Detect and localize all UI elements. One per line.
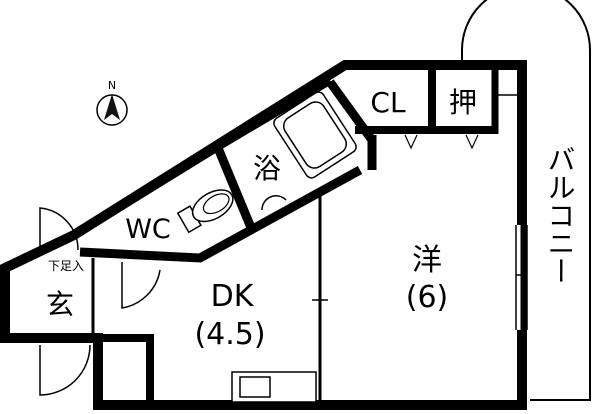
closet-mark-1 — [404, 134, 418, 150]
room-wc: WC — [125, 214, 171, 245]
compass-icon — [96, 94, 128, 126]
toilet-icon — [176, 189, 234, 234]
balcony-outline — [461, 0, 591, 401]
dk-door — [121, 262, 161, 309]
room-western-name: 洋 — [412, 243, 442, 278]
room-dk-size: (4.5) — [194, 317, 265, 352]
room-genkan: 玄 — [46, 288, 74, 321]
room-western-size: (6) — [406, 280, 449, 315]
bathtub-inner — [282, 101, 348, 169]
wc-lower-wall — [79, 166, 363, 263]
entrance-door-top — [39, 207, 79, 251]
room-closet: CL — [370, 86, 406, 119]
entrance-door-bottom — [39, 344, 91, 396]
room-bath: 浴 — [253, 152, 281, 185]
room-genkan-note: 下足入 — [48, 259, 84, 273]
kitchen-sink — [239, 376, 271, 398]
wc-bath-divider — [213, 146, 257, 232]
room-dk-name: DK — [211, 279, 255, 314]
wc-upper-wall — [71, 76, 333, 239]
room-balcony: バルコニー — [544, 145, 577, 285]
basin-icon — [261, 195, 287, 211]
lower-left-wall — [98, 334, 154, 405]
closet-mark-2 — [465, 134, 479, 150]
room-oshiire: 押 — [449, 86, 477, 119]
compass-north-label: N — [108, 79, 116, 92]
